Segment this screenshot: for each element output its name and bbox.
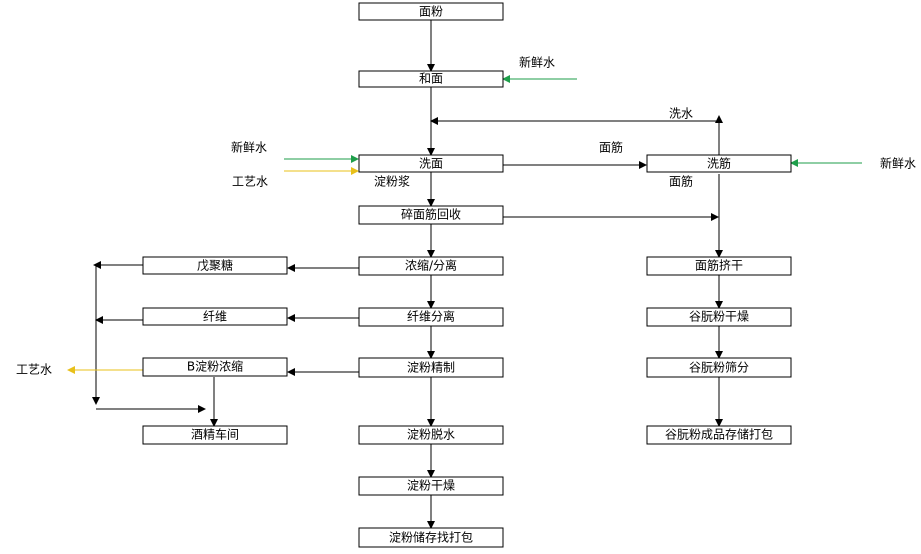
box-pentosan-label: 戊聚糖 <box>197 258 233 273</box>
box-gluten-powder-storage-label: 谷朊粉成品存储打包 <box>665 427 773 442</box>
box-starch-refining-label: 淀粉精制 <box>407 361 455 375</box>
box-gluten-recovery-label: 碎面筋回收 <box>401 207 461 222</box>
box-flour: 面粉 <box>358 2 504 21</box>
label-process-water-out: 工艺水 <box>16 363 52 377</box>
box-alcohol-workshop-label: 酒精车间 <box>191 427 239 442</box>
box-b-starch-concentration-label: B淀粉浓缩 <box>187 359 243 374</box>
box-gluten-powder-drying-label: 谷朊粉干燥 <box>689 310 749 324</box>
box-fiber-separation: 纤维分离 <box>358 307 504 327</box>
label-process-water-washing: 工艺水 <box>232 175 268 189</box>
box-fiber: 纤维 <box>142 307 288 326</box>
box-gluten-powder-sieving: 谷朊粉筛分 <box>646 357 792 378</box>
box-dough-mixing-label: 和面 <box>419 72 443 86</box>
box-fiber-separation-label: 纤维分离 <box>407 309 455 324</box>
box-gluten-washing: 洗筋 <box>646 154 792 173</box>
box-dough-washing-label: 洗面 <box>419 157 443 171</box>
box-starch-drying-label: 淀粉干燥 <box>407 479 455 493</box>
box-alcohol-workshop: 酒精车间 <box>142 425 288 445</box>
box-gluten-powder-sieving-label: 谷朊粉筛分 <box>689 360 749 375</box>
box-dough-mixing: 和面 <box>358 70 504 88</box>
label-starch-slurry: 淀粉浆 <box>374 174 410 189</box>
box-fiber-label: 纤维 <box>203 310 227 324</box>
box-gluten-squeezing: 面筋挤干 <box>646 256 792 276</box>
label-fresh-water-washing: 新鲜水 <box>231 140 267 155</box>
box-starch-storage: 淀粉储存找打包 <box>358 527 504 548</box>
box-starch-dewatering: 淀粉脱水 <box>358 425 504 445</box>
box-concentration-separation-label: 浓缩/分离 <box>405 258 457 273</box>
box-gluten-washing-label: 洗筋 <box>707 156 731 171</box>
box-flour-label: 面粉 <box>419 5 443 19</box>
box-concentration-separation: 浓缩/分离 <box>358 256 504 276</box>
box-gluten-squeezing-label: 面筋挤干 <box>695 258 743 273</box>
label-fresh-water-gluten: 新鲜水 <box>880 156 916 171</box>
label-gluten-bottom: 面筋 <box>669 174 693 189</box>
box-b-starch-concentration: B淀粉浓缩 <box>142 357 288 377</box>
box-dough-washing: 洗面 <box>358 154 504 173</box>
box-starch-storage-label: 淀粉储存找打包 <box>389 530 473 545</box>
box-pentosan: 戊聚糖 <box>142 256 288 275</box>
box-starch-drying: 淀粉干燥 <box>358 476 504 496</box>
box-gluten-powder-drying: 谷朊粉干燥 <box>646 307 792 327</box>
label-gluten-top: 面筋 <box>599 140 623 155</box>
label-fresh-water-mixing: 新鲜水 <box>519 55 555 70</box>
box-gluten-powder-storage: 谷朊粉成品存储打包 <box>646 425 792 445</box>
box-starch-dewatering-label: 淀粉脱水 <box>407 427 455 442</box>
box-gluten-recovery: 碎面筋回收 <box>358 205 504 225</box>
box-starch-refining: 淀粉精制 <box>358 357 504 378</box>
label-washing-water: 洗水 <box>669 107 693 121</box>
